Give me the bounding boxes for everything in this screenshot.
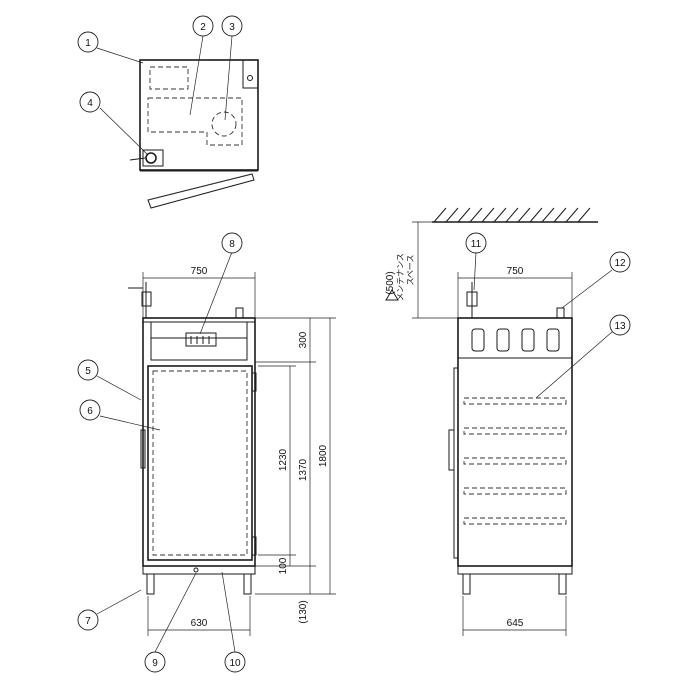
svg-text:12: 12 <box>614 258 626 269</box>
plan-component-3 <box>211 111 237 137</box>
callout-leaders <box>96 35 613 653</box>
svg-text:3: 3 <box>229 22 235 33</box>
front-base <box>142 565 256 575</box>
callout-7: 7 <box>77 609 99 631</box>
dimension-labels: 750 750 630 645 300 1230 1370 1800 100 (… <box>191 266 524 629</box>
dim-leg-height: (130) <box>298 600 309 623</box>
front-cabinet-outline <box>142 317 256 567</box>
plan-door-arc <box>147 173 253 201</box>
callout-10: 10 <box>224 651 246 673</box>
plan-corner-bolt <box>247 75 253 81</box>
callout-5: 5 <box>77 359 99 381</box>
dim-width-side: 750 <box>507 266 524 277</box>
plan-component-1 <box>149 66 189 90</box>
dim-base-side: 645 <box>507 618 524 629</box>
side-shelves <box>463 397 567 525</box>
front-handle <box>140 429 146 469</box>
dimension-lines <box>142 221 573 636</box>
callout-8: 8 <box>221 232 243 254</box>
side-vent-louvers <box>471 328 560 352</box>
callout-2: 2 <box>192 15 214 37</box>
dim-door-inner: 1230 <box>278 448 289 471</box>
warning-triangle-icon <box>385 289 399 301</box>
front-leg-right <box>243 573 252 595</box>
front-control-panel <box>150 321 248 361</box>
dim-total-height: 1800 <box>318 444 329 467</box>
maintenance-clearance: (500) <box>385 271 396 294</box>
svg-text:11: 11 <box>471 239 482 250</box>
front-view <box>128 282 257 595</box>
side-handle <box>448 429 455 471</box>
maintenance-label-2: スペース <box>406 254 415 285</box>
svg-text:8: 8 <box>229 239 235 250</box>
svg-text:2: 2 <box>200 22 206 33</box>
dim-top-section: 300 <box>298 331 309 348</box>
front-door-inner <box>152 370 248 556</box>
plan-valve <box>145 152 157 164</box>
svg-text:5: 5 <box>85 366 91 377</box>
side-leg-right <box>558 573 567 595</box>
front-controller <box>185 332 217 347</box>
svg-text:10: 10 <box>229 658 241 669</box>
callout-3: 3 <box>221 15 243 37</box>
front-vent <box>235 307 244 319</box>
svg-text:9: 9 <box>152 658 158 669</box>
svg-text:13: 13 <box>614 321 626 332</box>
front-drain <box>193 567 199 573</box>
dim-base-front: 630 <box>191 618 208 629</box>
maintenance-label-1: メンテナンス <box>396 253 405 301</box>
side-leg-left <box>462 573 471 595</box>
plan-view <box>129 59 259 209</box>
ceiling-hatching <box>433 207 591 223</box>
callout-11: 11 <box>465 232 487 254</box>
side-view <box>432 207 598 595</box>
svg-text:4: 4 <box>87 98 93 109</box>
front-hinge-top <box>251 372 257 392</box>
front-hinge-bottom <box>251 536 257 556</box>
side-base <box>457 565 573 575</box>
callout-6: 6 <box>79 399 101 421</box>
plan-outline <box>139 59 259 171</box>
side-cabinet-outline <box>457 317 573 567</box>
svg-text:7: 7 <box>85 616 91 627</box>
svg-text:1: 1 <box>85 38 91 49</box>
plan-door-swing <box>147 173 255 209</box>
dim-base-inner: 100 <box>278 557 289 574</box>
callout-9: 9 <box>144 651 166 673</box>
front-valve <box>141 291 152 307</box>
front-leg-left <box>146 573 155 595</box>
side-vent <box>556 307 565 319</box>
callout-13: 13 <box>609 314 631 336</box>
plan-pipe <box>129 157 146 161</box>
maintenance-annotation: (500) メンテナンス スペース <box>385 253 415 301</box>
dim-door-outer: 1370 <box>298 458 309 481</box>
plan-component-2 <box>147 97 243 146</box>
callout-12: 12 <box>609 251 631 273</box>
side-valve <box>466 291 478 307</box>
callout-1: 1 <box>77 31 99 53</box>
dim-width-front: 750 <box>191 266 208 277</box>
plan-corner-box <box>242 59 259 89</box>
front-door <box>147 365 253 561</box>
callout-4: 4 <box>79 91 101 113</box>
svg-text:6: 6 <box>87 406 93 417</box>
